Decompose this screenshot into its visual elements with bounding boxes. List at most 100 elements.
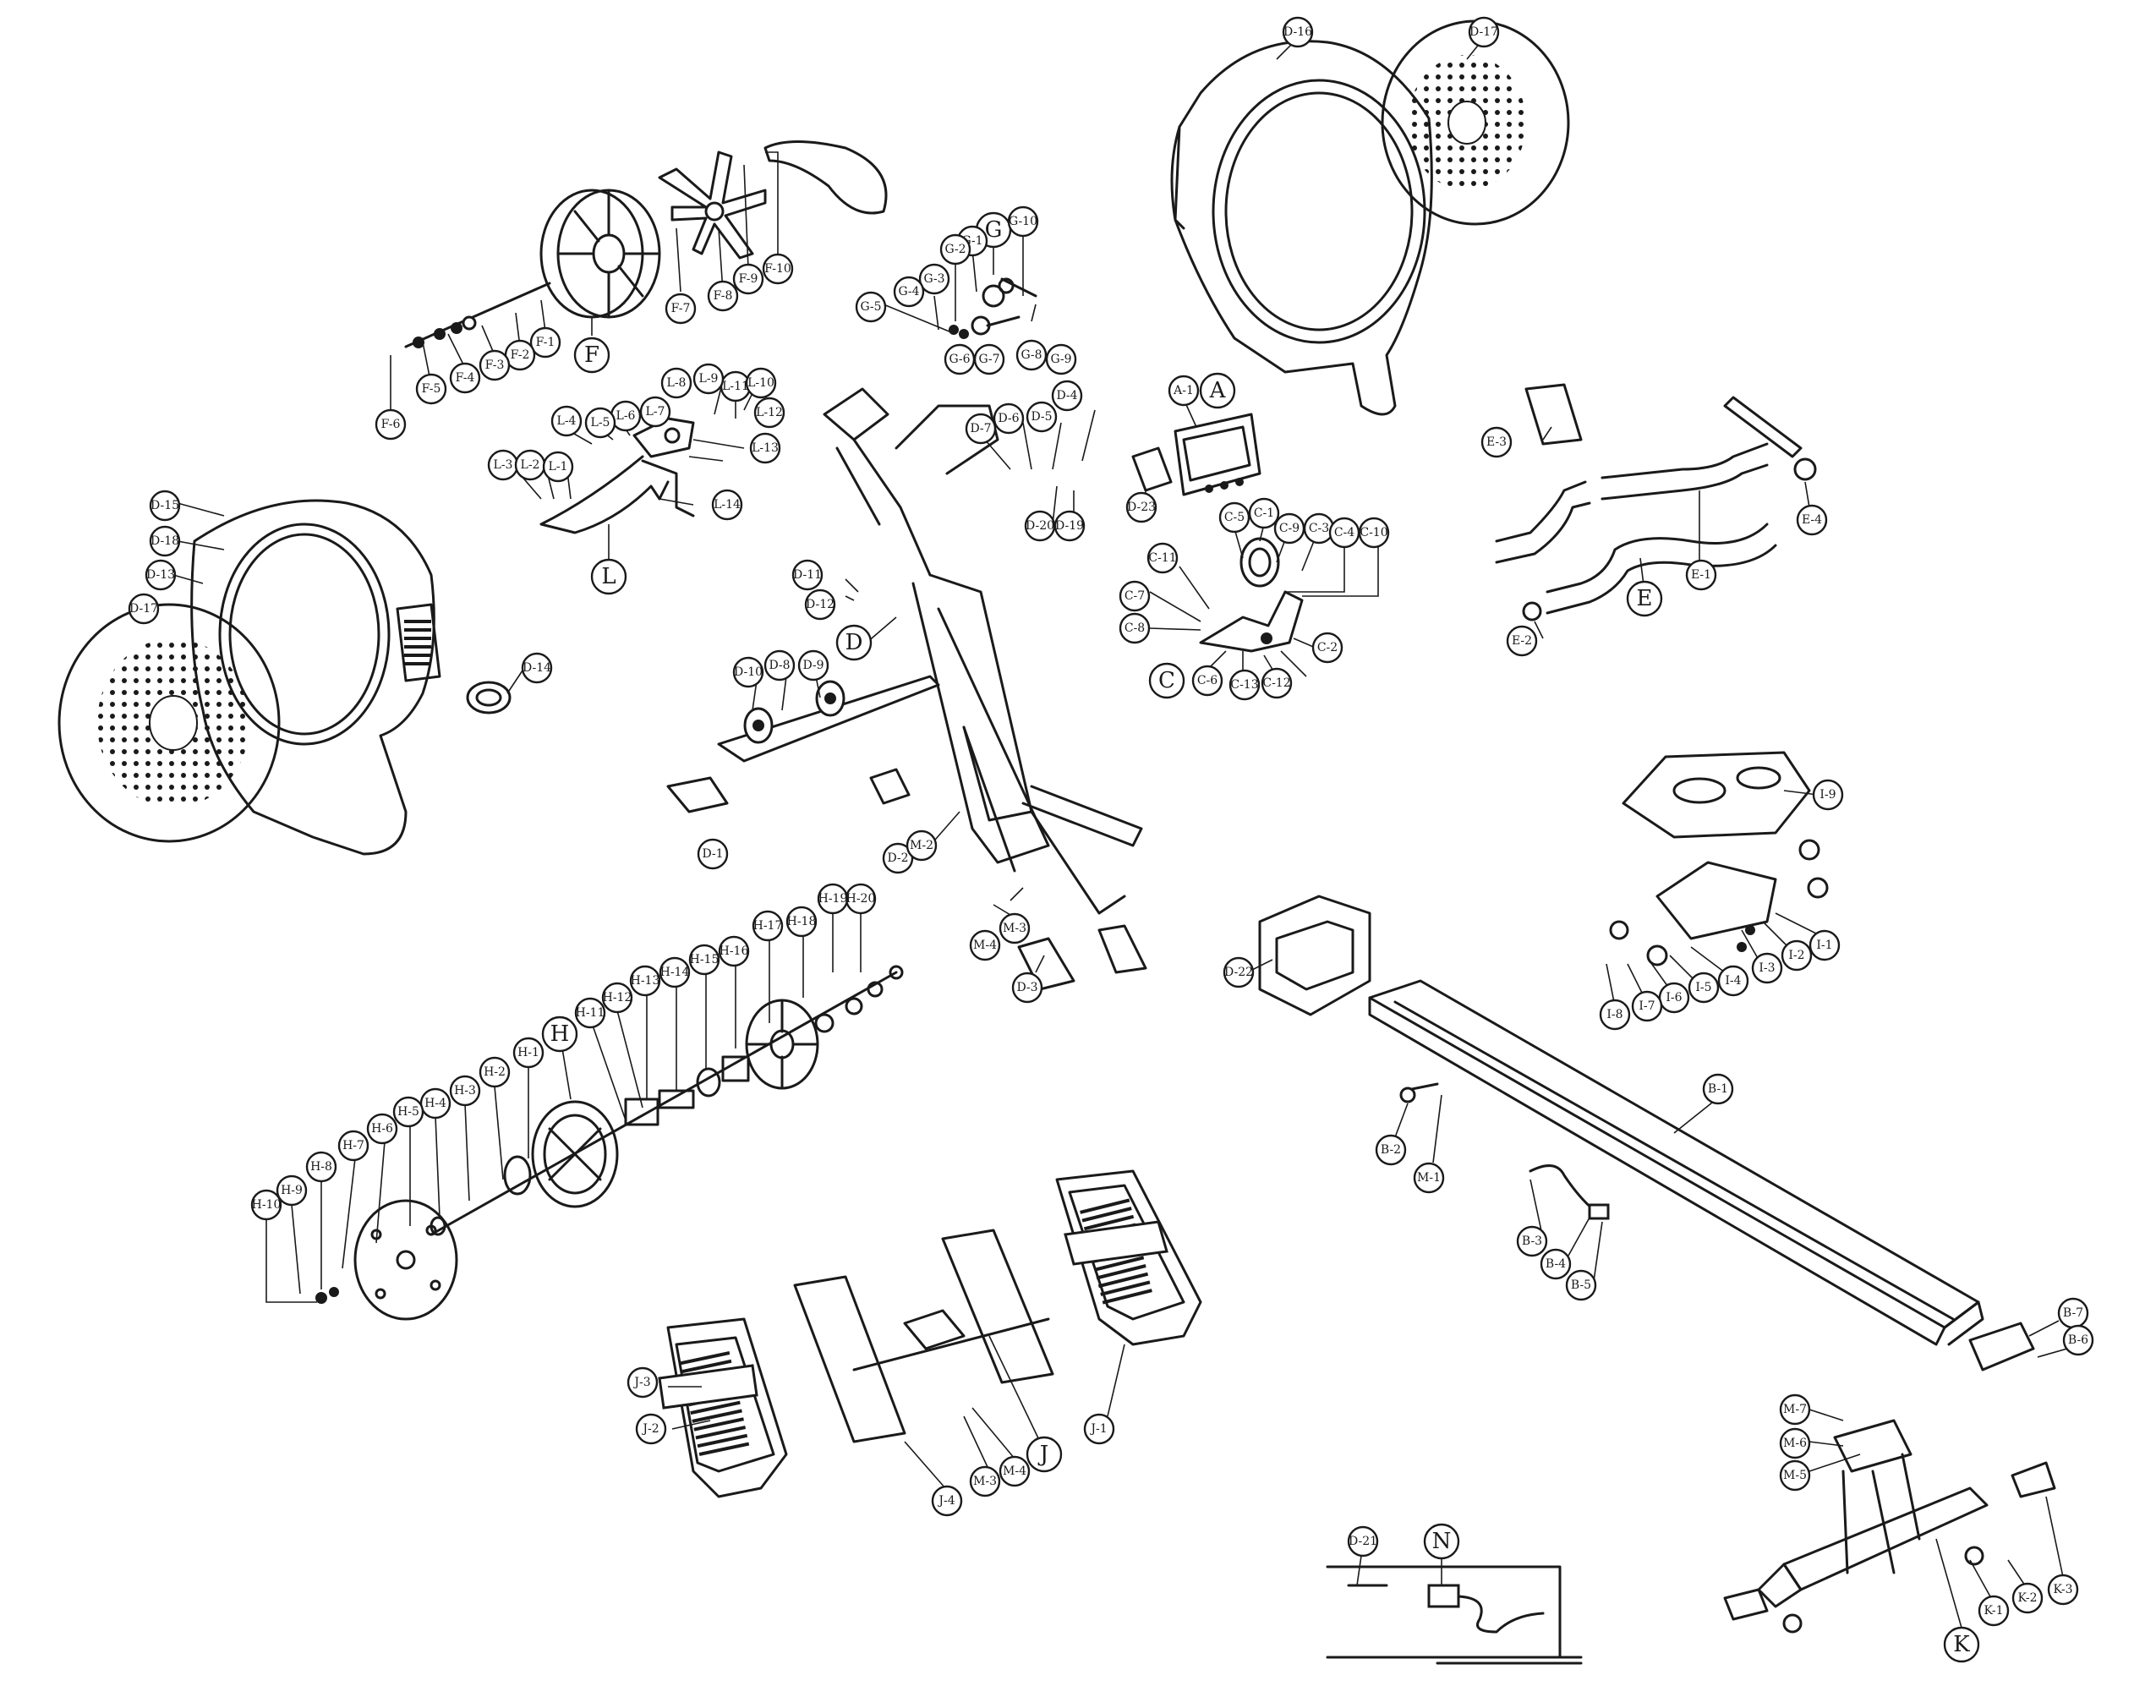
callout-k-2: K-2 [2011, 1582, 2044, 1614]
callout-h-18: H-18 [785, 906, 818, 938]
callout-circle [999, 1455, 1031, 1487]
callout-label: I-6 [1666, 991, 1682, 1005]
callout-circle [1026, 401, 1058, 433]
callout-label: M-7 [1783, 1403, 1807, 1416]
callout-label: H-15 [690, 953, 720, 966]
callout-circle [1626, 580, 1663, 617]
callout-d-6: D-6 [993, 402, 1025, 435]
callout-d-4: D-4 [1051, 380, 1083, 412]
rail-bolt [1399, 1082, 1439, 1103]
callout-h-4: H-4 [419, 1087, 451, 1120]
monitor [1131, 413, 1261, 496]
callout-c-12: C-12 [1261, 667, 1293, 699]
callout-c-2: C-2 [1311, 632, 1343, 664]
callout-label: H-4 [424, 1097, 446, 1110]
callout-l-3: L-3 [487, 449, 519, 481]
guide-rollers [743, 680, 845, 744]
callout-d-5: D-5 [1026, 401, 1058, 433]
callout-circle [1228, 669, 1261, 701]
callout-label: D-23 [1127, 501, 1156, 514]
callout-i-7: I-7 [1631, 990, 1663, 1022]
callout-label: H-10 [252, 1198, 282, 1212]
callout-j: J [1026, 1436, 1063, 1473]
callout-circle [1480, 426, 1513, 458]
callout-l-1: L-1 [542, 451, 574, 483]
callout-circle [1540, 1248, 1572, 1280]
handlebar [1495, 383, 1817, 621]
callout-circle [692, 363, 725, 395]
callout-b-5: B-5 [1565, 1269, 1597, 1301]
callout-h-8: H-8 [305, 1151, 337, 1183]
callout-circle [1599, 999, 1631, 1031]
callout-label: D-5 [1031, 410, 1052, 424]
callout-circle [1375, 1134, 1407, 1166]
callout-g-3: G-3 [918, 263, 950, 295]
callout-c-6: C-6 [1191, 665, 1223, 697]
callout-circle [590, 558, 627, 595]
callout-circle [1248, 497, 1280, 529]
callout-label: F-2 [511, 348, 530, 362]
callout-circle [629, 965, 661, 997]
callout-label: L-6 [616, 409, 636, 423]
callout-circle [305, 1151, 337, 1183]
callout-circle [149, 490, 181, 522]
callout-j-3: J-3 [627, 1366, 659, 1399]
callout-label: I-9 [1819, 788, 1836, 802]
callout-label: I-5 [1695, 981, 1711, 994]
callout-circle [2011, 1582, 2044, 1614]
left-footrest [658, 1317, 788, 1498]
callout-circle [1565, 1269, 1597, 1301]
callout-m-2: M-2 [906, 829, 938, 862]
callout-circle [1516, 1225, 1548, 1257]
callout-circle [1631, 990, 1663, 1022]
callout-b-2: B-2 [1375, 1134, 1407, 1166]
callout-circle [479, 349, 511, 381]
callout-label: H [550, 1021, 570, 1047]
callout-e-1: E-1 [1685, 559, 1717, 591]
callout-circle [1812, 779, 1844, 811]
callout-circle [276, 1174, 308, 1207]
callout-label: G-9 [1050, 353, 1071, 366]
callout-label: I-8 [1606, 1008, 1622, 1021]
callout-label: B-6 [2068, 1333, 2088, 1347]
callout-circle [2062, 1324, 2094, 1356]
callout-circle [449, 362, 481, 394]
callout-circle [1809, 929, 1841, 961]
callout-circle [1506, 625, 1538, 657]
callout-label: M-2 [910, 839, 933, 852]
callout-l-5: L-5 [584, 407, 616, 439]
callout-d-2: D-2 [882, 842, 914, 874]
callout-label: G-10 [1009, 215, 1037, 228]
callout-i-3: I-3 [1751, 952, 1783, 984]
callout-circle [1148, 662, 1185, 699]
callout-circle [250, 1189, 282, 1221]
callout-label: F-1 [536, 336, 555, 349]
footplates [793, 1229, 1054, 1443]
callout-label: C-4 [1334, 526, 1354, 539]
callout-circle [1685, 559, 1717, 591]
callout-label: B-4 [1546, 1257, 1566, 1271]
callout-circle [973, 343, 1005, 375]
callout-label: B-5 [1571, 1278, 1591, 1292]
callout-label: C-8 [1125, 621, 1145, 635]
callout-label: G-8 [1021, 348, 1042, 362]
callout-d-12: D-12 [804, 588, 836, 621]
callout-label: J [1037, 1442, 1048, 1467]
callout-label: C-5 [1224, 511, 1245, 524]
callout-circle [449, 1075, 481, 1107]
callout-circle [1026, 1436, 1063, 1473]
callout-circle [882, 842, 914, 874]
flywheel [539, 189, 661, 319]
callout-l-6: L-6 [610, 400, 642, 432]
callout-circle [1051, 380, 1083, 412]
callout-k-1: K-1 [1978, 1595, 2010, 1627]
callout-m-4a: M-4 [969, 929, 1001, 961]
callout-circle [804, 588, 836, 621]
callout-label: H-11 [576, 1006, 605, 1020]
callout-h-9: H-9 [276, 1174, 308, 1207]
callout-g-2: G-2 [939, 233, 971, 266]
callout-circle [1751, 952, 1783, 984]
callout-i-8: I-8 [1599, 999, 1631, 1031]
callout-i-4: I-4 [1717, 965, 1749, 997]
